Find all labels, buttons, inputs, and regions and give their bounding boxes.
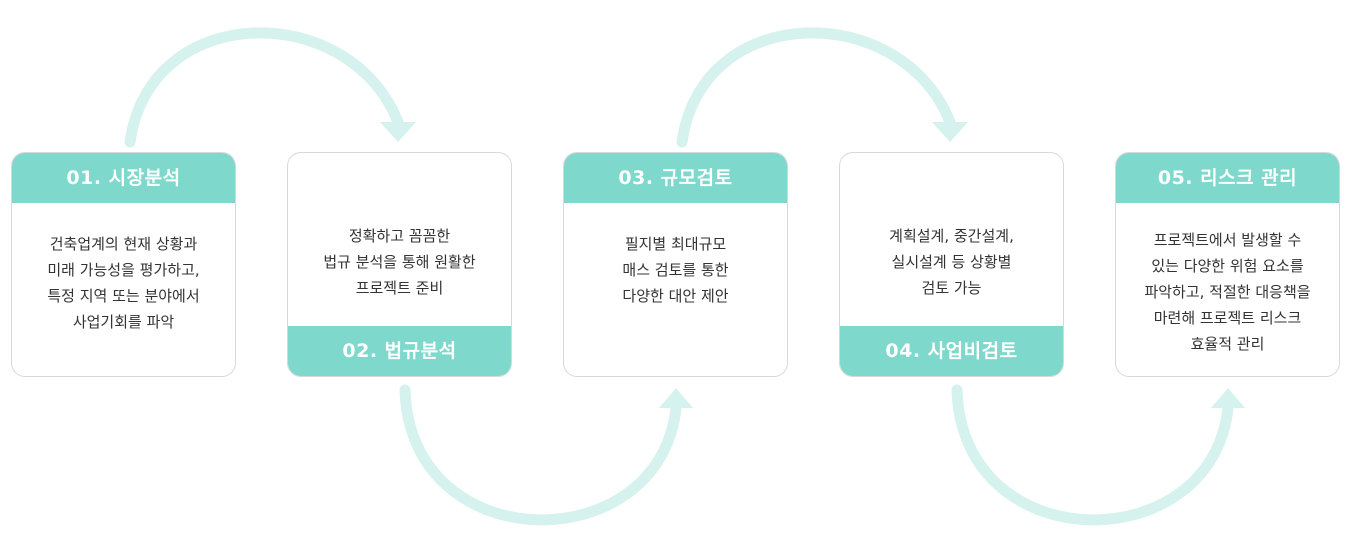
arrowhead-1-to-2 [380,122,416,142]
desc-line: 특정 지역 또는 분야에서 [47,287,200,305]
arrowhead-3-to-4 [932,122,968,142]
desc-line: 계획설계, 중간설계, [889,227,1014,245]
step-card-03: 03. 규모검토 필지별 최대규모 매스 검토를 통한 다양한 대안 제안 [563,152,788,377]
desc-line: 파악하고, 적절한 대응책을 [1144,283,1311,301]
desc-line: 매스 검토를 통한 [622,261,729,279]
desc-line: 사업기회를 파악 [72,313,175,331]
step-description: 건축업계의 현재 상황과 미래 가능성을 평가하고, 특정 지역 또는 분야에서… [22,231,225,335]
desc-line: 다양한 대안 제안 [622,287,729,305]
step-label: 01. 시장분석 [12,153,235,203]
step-label: 05. 리스크 관리 [1116,153,1339,203]
step-card-05: 05. 리스크 관리 프로젝트에서 발생할 수 있는 다양한 위험 요소를 파악… [1115,152,1340,377]
arrow-arc-3-to-4 [676,27,956,148]
step-card-02: 정확하고 꼼꼼한 법규 분석을 통해 원활한 프로젝트 준비 02. 법규분석 [287,152,512,377]
step-card-04: 계획설계, 중간설계, 실시설계 등 상황별 검토 가능 04. 사업비검토 [839,152,1064,377]
step-card-01: 01. 시장분석 건축업계의 현재 상황과 미래 가능성을 평가하고, 특정 지… [11,152,236,377]
desc-line: 필지별 최대규모 [624,235,727,253]
desc-line: 마련해 프로젝트 리스크 [1153,309,1302,327]
desc-line: 프로젝트에서 발생할 수 [1153,231,1302,249]
step-description: 정확하고 꼼꼼한 법규 분석을 통해 원활한 프로젝트 준비 [298,223,501,301]
step-label: 03. 규모검토 [564,153,787,203]
desc-line: 있는 다양한 위험 요소를 [1151,257,1304,275]
desc-line: 프로젝트 준비 [355,279,444,297]
desc-line: 실시설계 등 상황별 [891,253,1012,271]
desc-line: 미래 가능성을 평가하고, [47,261,200,279]
arrow-arc-2-to-3 [399,384,682,526]
desc-line: 정확하고 꼼꼼한 [348,227,451,245]
step-label: 04. 사업비검토 [840,326,1063,376]
arrow-arc-4-to-5 [951,384,1234,526]
arrow-arc-1-to-2 [124,27,404,148]
step-label: 02. 법규분석 [288,326,511,376]
step-description: 필지별 최대규모 매스 검토를 통한 다양한 대안 제안 [574,231,777,309]
desc-line: 검토 가능 [921,279,982,297]
step-description: 프로젝트에서 발생할 수 있는 다양한 위험 요소를 파악하고, 적절한 대응책… [1126,227,1329,357]
desc-line: 법규 분석을 통해 원활한 [323,253,476,271]
arrowhead-2-to-3 [659,388,693,408]
desc-line: 효율적 관리 [1190,335,1265,353]
desc-line: 건축업계의 현재 상황과 [49,235,198,253]
step-description: 계획설계, 중간설계, 실시설계 등 상황별 검토 가능 [850,223,1053,301]
arrowhead-4-to-5 [1211,388,1245,408]
